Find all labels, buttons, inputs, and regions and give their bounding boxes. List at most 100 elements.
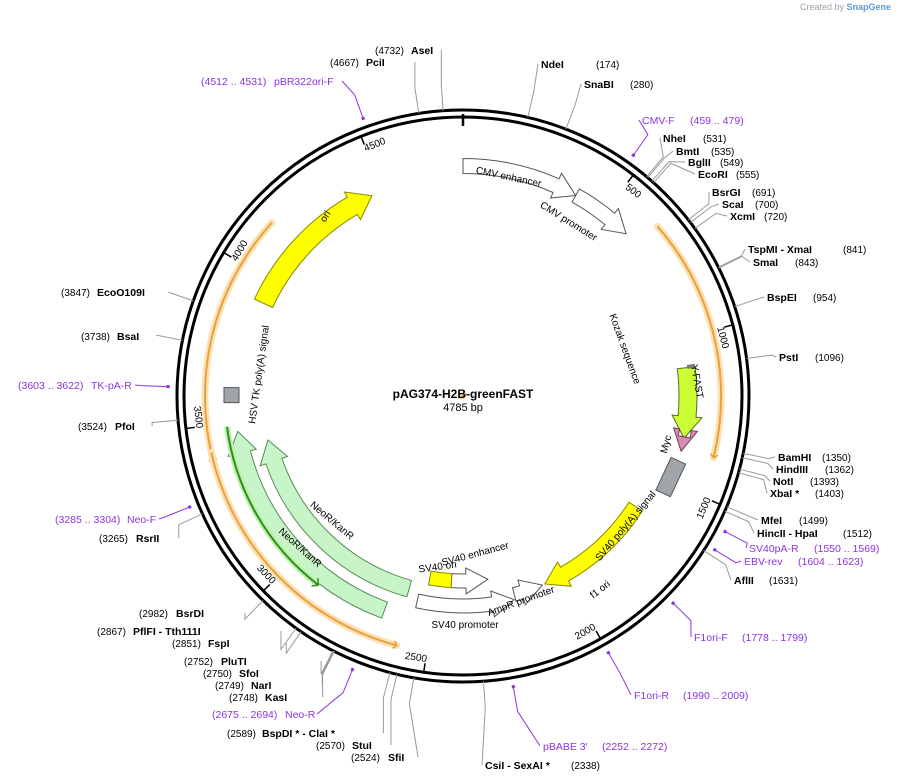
orf-arrowhead (459, 392, 467, 400)
tick-label: 2500 (404, 651, 428, 665)
site-position: (3524) (78, 422, 107, 433)
primer-leader (632, 119, 649, 156)
site-position: (280) (630, 80, 653, 91)
site-leader (382, 672, 391, 733)
site-position: (2982) (139, 609, 168, 620)
site-position: (2524) (351, 753, 380, 764)
site-leader (414, 62, 420, 114)
site-position: (700) (755, 200, 778, 211)
tick-mark (711, 500, 721, 506)
site-position: (2752) (184, 657, 213, 668)
tick-label: 500 (623, 182, 643, 201)
feature-kozak (686, 363, 696, 369)
site-label-pfoi: PfoI (115, 421, 135, 433)
site-position: (4667) (330, 58, 359, 69)
primer-leader (341, 80, 364, 119)
site-label-ecori: EcoRI (698, 169, 728, 181)
orf-arrowhead (392, 640, 398, 649)
orf-line (204, 221, 273, 463)
site-leader (285, 631, 302, 655)
primer-leader (512, 686, 541, 747)
site-position: (3738) (81, 332, 110, 343)
site-leader (647, 150, 674, 179)
primer-mark (511, 684, 516, 689)
tick-mark (360, 136, 365, 145)
site-position: (1403) (815, 489, 844, 500)
primer-label-pbr322ori-f: pBR322ori-F (274, 76, 334, 88)
primer-leader (316, 669, 353, 715)
site-leader (703, 550, 732, 581)
site-leader (565, 83, 582, 130)
site-label-xbai: XbaI * (770, 488, 800, 500)
site-leader (694, 212, 728, 229)
site-label-fspi: FspI (208, 638, 230, 650)
feature-label-f1-ori: f1 ori (588, 579, 612, 601)
site-position: (3847) (61, 288, 90, 299)
green-orf-line (226, 426, 319, 586)
site-leader (718, 248, 746, 268)
site-label-bsrdi: BsrDI (176, 608, 204, 620)
site-label-mfei: MfeI (761, 515, 782, 527)
site-leader (646, 137, 664, 178)
site-leader (151, 419, 179, 426)
site-position: (720) (764, 212, 787, 223)
site-position: (549) (720, 158, 743, 169)
site-position: (841) (843, 245, 866, 256)
primer-range: (1778 .. 1799) (742, 632, 807, 644)
site-position: (954) (813, 293, 836, 304)
site-position: (2750) (203, 669, 232, 680)
site-leader (738, 472, 768, 494)
primer-leader (714, 549, 742, 564)
primer-label-pbabe-3: pBABE 3' (543, 741, 588, 753)
primer-range: (3603 .. 3622) (18, 380, 83, 392)
primer-label-ebv-rev: EBV-rev (744, 556, 783, 568)
primer-leader (134, 384, 169, 388)
feature-cmv-enhancer (462, 157, 577, 199)
site-position: (1096) (815, 353, 844, 364)
site-leader (724, 510, 755, 534)
primer-mark (722, 529, 728, 534)
feature-y-fast (671, 365, 704, 440)
site-label-pflfi-tth111i: PflFI - Tth111I (133, 626, 201, 638)
tick-mark (223, 251, 232, 258)
orf-line (656, 225, 722, 458)
feature-sv40-promoter (415, 590, 516, 618)
site-position: (1362) (825, 465, 854, 476)
feature-label-myc: Myc (659, 434, 674, 455)
site-label-ndei: NdeI (541, 59, 564, 71)
site-position: (2749) (215, 681, 244, 692)
primer-mark (350, 667, 355, 672)
site-position: (1512) (843, 529, 872, 540)
site-leader (178, 513, 203, 538)
feature-sv40-polya (655, 456, 687, 498)
site-position: (1393) (810, 477, 839, 488)
tick-mark (627, 174, 634, 183)
green-orf-arrowhead (311, 578, 320, 587)
feature-label-sv40-polya: SV40 poly(A) signal (594, 489, 659, 563)
snapgene-credit: Created by SnapGene (800, 2, 891, 12)
feature-label-hsv-tk-polya: HSV TK poly(A) signal (247, 325, 272, 425)
site-leader (481, 681, 486, 766)
site-label-scai: ScaI (722, 199, 744, 211)
site-label-tspmi-xmai: TspMI - XmaI (748, 244, 812, 256)
tick-mark (723, 324, 733, 328)
primer-label-neo-f: Neo-F (127, 514, 156, 526)
site-position: (2867) (97, 627, 126, 638)
site-label-rsrii: RsrII (136, 533, 159, 545)
site-position: (555) (736, 170, 759, 181)
site-leader (156, 334, 183, 341)
site-leader (726, 506, 759, 521)
site-position: (174) (596, 60, 619, 71)
primer-range: (2252 .. 2272) (602, 741, 667, 753)
site-leader (168, 291, 194, 302)
primer-label-f1ori-f: F1ori-F (694, 632, 728, 644)
site-position: (1499) (799, 516, 828, 527)
primer-leader (607, 652, 632, 696)
site-leader (244, 600, 264, 621)
site-leader (746, 354, 777, 359)
site-leader (653, 162, 696, 183)
site-leader (390, 674, 398, 745)
feature-label-kozak: Kozak sequence (607, 313, 643, 387)
